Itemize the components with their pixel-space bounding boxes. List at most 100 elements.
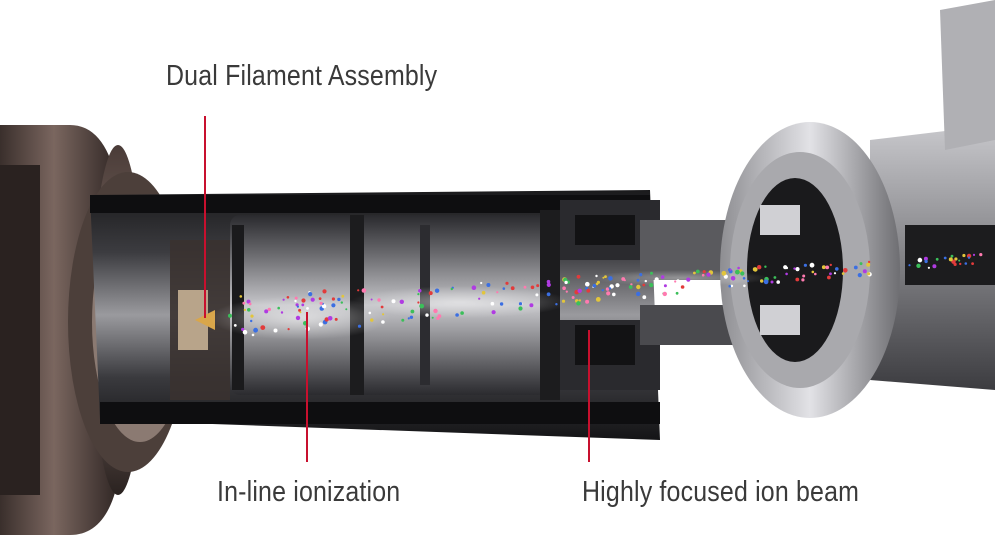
ion-particle xyxy=(665,287,670,292)
ion-particle xyxy=(337,297,341,302)
ion-particle xyxy=(585,299,590,304)
ion-particle xyxy=(242,329,248,335)
ion-particle xyxy=(324,317,329,322)
ion-particle xyxy=(763,279,769,285)
filament-housing xyxy=(170,240,230,400)
ion-particle xyxy=(770,280,774,284)
ion-particle xyxy=(260,325,266,330)
ion-particle xyxy=(246,299,251,304)
ion-particle xyxy=(460,311,464,315)
ion-particle xyxy=(480,281,483,285)
ion-particle xyxy=(642,295,647,300)
ion-particle xyxy=(298,308,302,312)
ion-particle xyxy=(948,257,953,262)
ion-particle xyxy=(478,297,481,300)
ion-particle xyxy=(943,256,947,260)
ion-particle xyxy=(377,298,381,302)
ion-particle xyxy=(814,272,817,276)
ion-particle xyxy=(368,311,372,315)
ion-particle xyxy=(471,285,477,291)
ion-particle xyxy=(242,301,246,305)
ion-particle xyxy=(841,272,845,275)
ion-particle xyxy=(247,308,251,312)
ion-particle xyxy=(825,265,830,270)
ion-particle xyxy=(712,281,716,285)
ion-particle xyxy=(267,307,271,312)
ion-particle xyxy=(546,282,551,287)
ion-particle xyxy=(954,257,958,261)
ion-particle xyxy=(595,282,599,286)
ion-particle xyxy=(674,280,677,283)
ion-particle xyxy=(630,283,633,286)
ion-particle xyxy=(294,296,298,300)
ion-particle xyxy=(608,276,613,281)
ion-particle xyxy=(280,311,284,314)
ion-particle xyxy=(740,271,745,276)
ion-particle xyxy=(410,309,415,314)
ion-particle xyxy=(606,291,611,296)
ion-particle xyxy=(636,291,641,297)
ion-particle xyxy=(927,266,931,269)
ion-particle xyxy=(331,303,336,308)
ion-particle xyxy=(829,263,832,267)
ion-particle xyxy=(399,299,404,304)
ion-particle xyxy=(951,259,956,264)
ion-particle xyxy=(380,305,384,309)
ion-particle xyxy=(923,256,928,261)
ion-particle xyxy=(958,259,961,262)
ion-particle xyxy=(862,269,867,274)
ion-beam xyxy=(210,253,983,340)
ion-particle xyxy=(530,285,535,290)
ion-particle xyxy=(486,283,491,287)
ion-particle xyxy=(546,292,551,297)
ion-particle xyxy=(382,313,385,316)
ion-particle xyxy=(644,279,647,283)
ion-particle xyxy=(248,302,252,306)
ion-particle xyxy=(499,302,504,306)
ion-particle xyxy=(243,308,247,312)
ion-particle xyxy=(357,289,360,292)
ion-particle xyxy=(318,322,323,327)
label-dual-filament-assembly: Dual Filament Assembly xyxy=(166,60,438,92)
ion-particle xyxy=(555,303,558,306)
ion-particle xyxy=(959,262,962,266)
ion-particle xyxy=(604,275,607,278)
ion-particle xyxy=(757,265,762,270)
ion-particle xyxy=(835,267,839,271)
ion-particle xyxy=(428,291,433,296)
ion-particle xyxy=(916,263,921,268)
ion-particle xyxy=(282,298,285,301)
label-in-line-ionization: In-line ionization xyxy=(217,476,401,508)
ion-particle xyxy=(602,276,605,279)
ion-particle xyxy=(253,327,258,333)
ion-particle xyxy=(859,262,863,266)
ion-particle xyxy=(233,324,237,327)
ion-particle xyxy=(662,291,667,297)
ion-particle xyxy=(536,284,540,288)
ion-particle xyxy=(795,277,800,282)
ion-particle xyxy=(680,285,685,289)
ion-particle xyxy=(935,257,939,261)
ion-particle xyxy=(853,265,858,270)
ion-particle xyxy=(706,272,711,277)
ion-particle xyxy=(299,311,302,314)
ion-particle xyxy=(601,289,604,292)
ion-particle xyxy=(695,269,700,274)
ion-particle xyxy=(577,288,582,293)
ion-particle xyxy=(322,289,327,294)
ion-particle xyxy=(730,284,734,288)
ion-particle xyxy=(518,306,523,311)
ion-particle xyxy=(979,253,983,257)
ion-particle xyxy=(715,281,720,286)
ion-particle xyxy=(586,288,591,293)
ion-particle xyxy=(785,272,788,276)
ion-particle xyxy=(650,271,653,275)
ion-particle xyxy=(518,302,523,306)
ion-particle xyxy=(676,279,680,282)
ion-particle xyxy=(409,315,414,319)
ion-particle xyxy=(723,274,728,279)
ion-particle xyxy=(294,299,297,303)
ion-particle xyxy=(670,288,676,293)
ion-particle xyxy=(752,267,757,272)
